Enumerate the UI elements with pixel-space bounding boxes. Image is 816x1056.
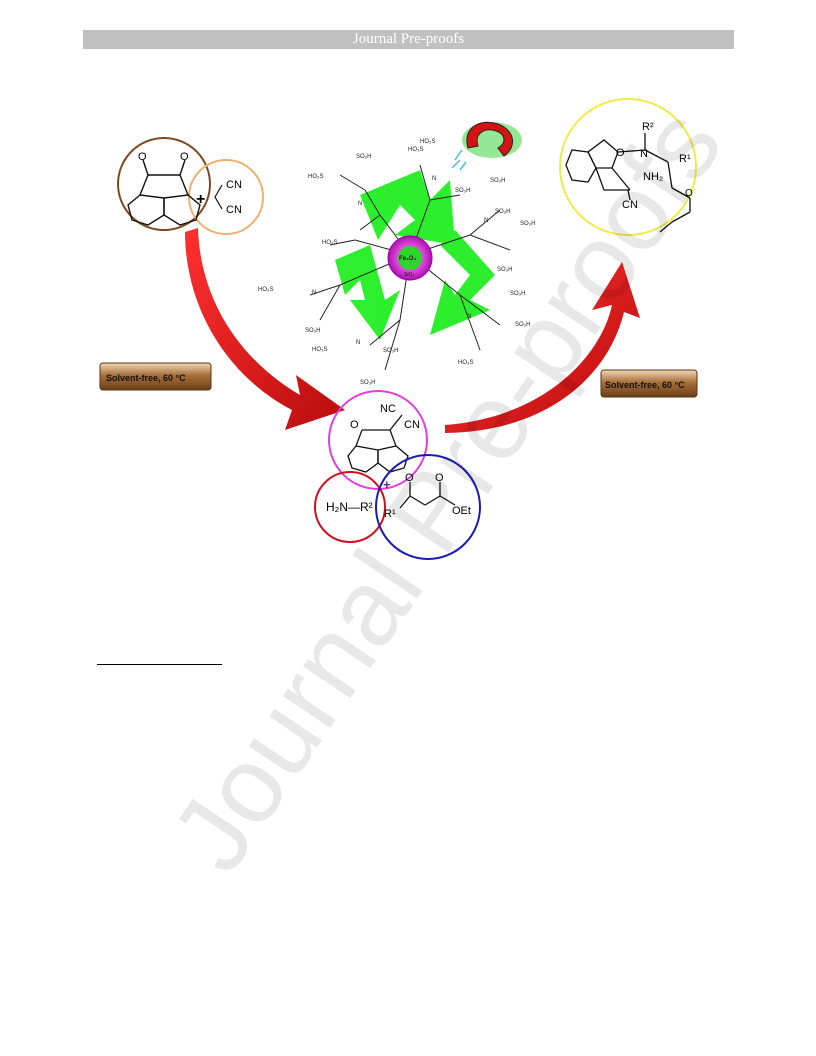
nitrogen-label: N	[484, 218, 488, 224]
shell-label: SiO₂	[404, 272, 414, 278]
nitrogen-label: N	[312, 290, 316, 296]
nitrogen-label: N	[358, 201, 362, 207]
group-label: HO₃S	[258, 287, 273, 293]
nitrogen-label: N	[467, 314, 471, 320]
cn-label: CN	[226, 204, 242, 216]
product-carbonyl-o: O	[685, 188, 693, 199]
magnet-icon	[451, 121, 522, 171]
catalyst-labels: HO₃S SO₃H HO₃S HO₃S SO₃H SO₃H SO₃H SO₃H …	[258, 139, 535, 386]
nitrogen-label: N	[432, 176, 436, 182]
product-r1: R¹	[679, 153, 691, 165]
product-circle	[559, 98, 697, 236]
acenaphthenequinone-structure	[127, 159, 201, 226]
product-cn: CN	[622, 199, 638, 211]
plus-sign: +	[196, 191, 205, 208]
amine-label: H₂N—R²	[326, 500, 373, 514]
intermediate-cn: CN	[404, 419, 420, 431]
core-label: Fe₃O₄	[399, 256, 416, 262]
reaction-arrow-left	[185, 228, 345, 430]
condition-text: Solvent-free, 60 °C	[605, 380, 685, 390]
group-label: HO₃S	[322, 240, 337, 246]
nitrogen-label: N	[356, 340, 360, 346]
group-label: SO₃H	[455, 188, 470, 194]
ketoester-oet: OEt	[452, 505, 471, 517]
intermediate-circle	[328, 390, 428, 490]
cn-label: CN	[226, 179, 242, 191]
group-label: HO₃S	[408, 147, 423, 153]
condition-badge-left: Solvent-free, 60 °C	[99, 362, 212, 391]
amine-circle	[314, 471, 386, 543]
footnote-rule	[97, 664, 222, 665]
intermediate-nc: NC	[380, 403, 396, 415]
ketoester-o: O	[435, 472, 444, 484]
acenaphthenequinone-circle	[117, 137, 211, 231]
group-label: SO₃H	[490, 178, 505, 184]
group-label: HO₃S	[458, 360, 473, 366]
group-label: SO₃H	[383, 348, 398, 354]
condition-text: Solvent-free, 60 °C	[106, 373, 186, 383]
product-structure	[565, 133, 691, 233]
catalyst-core	[398, 246, 422, 270]
group-label: SO₃H	[515, 322, 530, 328]
plus-sign: +	[383, 477, 391, 492]
ketoester-circle	[375, 454, 481, 560]
group-label: HO₃S	[420, 139, 435, 145]
intermediate-structure	[347, 414, 409, 473]
group-label: SO₃H	[497, 267, 512, 273]
malononitrile-circle	[188, 159, 264, 235]
reaction-arrow-right	[445, 262, 640, 433]
carbonyl-o: O	[180, 151, 189, 163]
product-n: N	[640, 148, 648, 160]
ketoester-o: O	[405, 472, 414, 484]
journal-header-title: Journal Pre-proofs	[352, 31, 465, 47]
malononitrile-bond	[214, 184, 223, 210]
condition-badge-right: Solvent-free, 60 °C	[600, 369, 698, 398]
product-r2: R²	[642, 121, 654, 133]
product-nh2: NH₂	[643, 171, 663, 183]
group-label: SO₃H	[520, 221, 535, 227]
group-label: HO₃S	[308, 174, 323, 180]
ketoester-structure	[399, 482, 456, 509]
group-label: HO₃S	[312, 347, 327, 353]
ketoester-r1: R¹	[384, 508, 396, 520]
group-label: SO₃H	[356, 154, 371, 160]
group-label: SO₃H	[510, 291, 525, 297]
carbonyl-o: O	[138, 151, 147, 163]
intermediate-o: O	[350, 419, 359, 431]
journal-header-bar: Journal Pre-proofs	[83, 30, 734, 49]
group-label: SO₃H	[305, 328, 320, 334]
group-label: SO₃H	[360, 380, 375, 386]
group-label: SO₃H	[495, 209, 510, 215]
product-o: O	[616, 147, 625, 159]
